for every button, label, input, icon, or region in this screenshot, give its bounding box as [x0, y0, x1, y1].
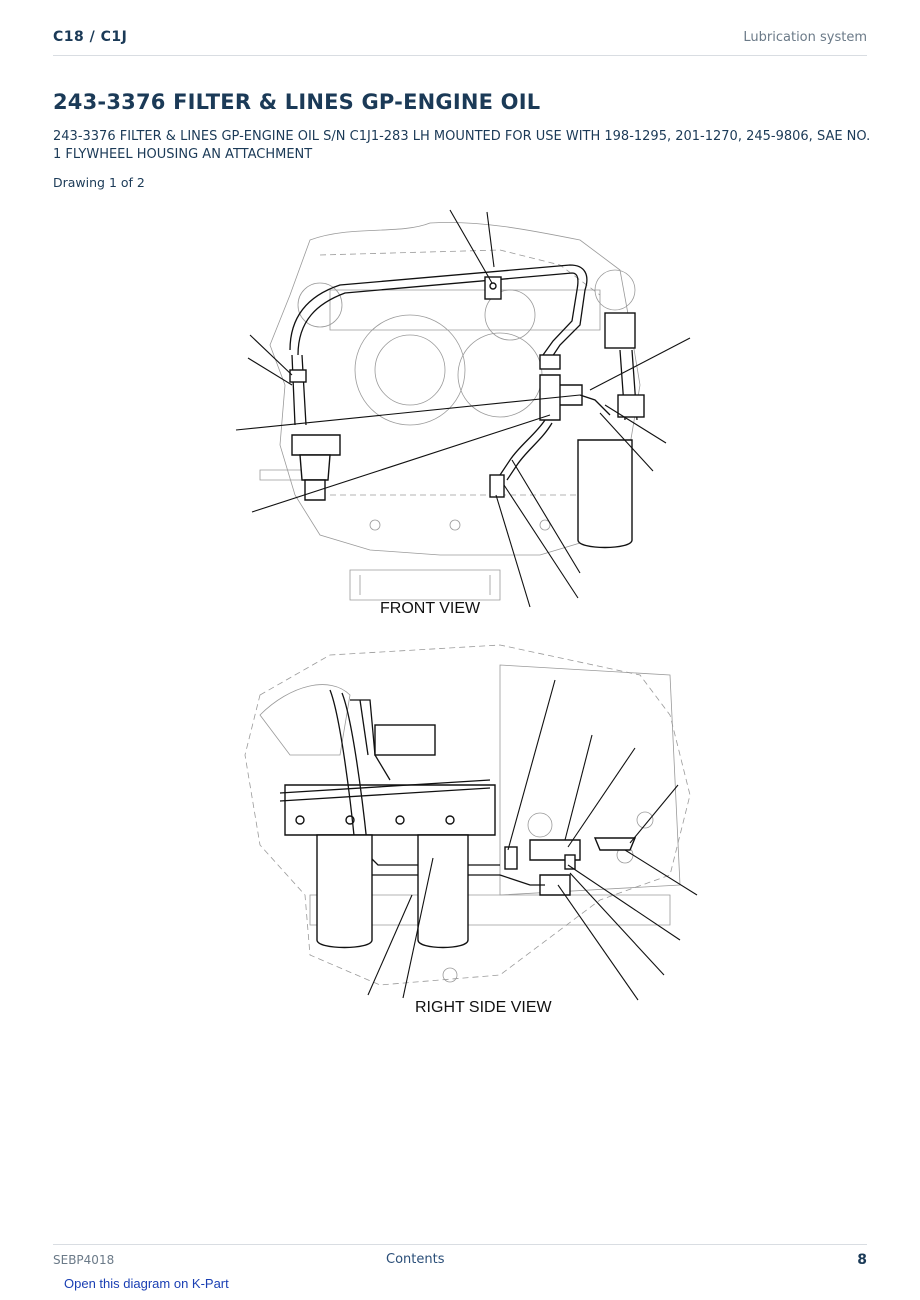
- right-side-leaders: [367, 679, 698, 1001]
- model-header: C18 / C1J: [53, 29, 128, 45]
- page-title: 243-3376 FILTER & LINES GP-ENGINE OIL: [53, 90, 541, 114]
- front-view-label: FRONT VIEW: [380, 600, 481, 617]
- footer-divider: [53, 1244, 867, 1245]
- contents-link[interactable]: Contents: [386, 1252, 445, 1267]
- drawing-counter: Drawing 1 of 2: [53, 175, 145, 190]
- header-divider: [53, 55, 867, 56]
- front-view-leaders: [235, 209, 691, 608]
- right-side-view-label: RIGHT SIDE VIEW: [415, 999, 552, 1016]
- parts-diagram: [235, 209, 698, 1001]
- open-kpart-link[interactable]: Open this diagram on K-Part: [64, 1276, 229, 1291]
- section-header: Lubrication system: [743, 30, 867, 45]
- document-number: SEBP4018: [53, 1253, 115, 1267]
- page-number: 8: [857, 1252, 867, 1268]
- front-view-drawing: [259, 222, 645, 601]
- right-side-view-drawing: [244, 644, 691, 986]
- part-description: 243-3376 FILTER & LINES GP-ENGINE OIL S/…: [53, 129, 871, 162]
